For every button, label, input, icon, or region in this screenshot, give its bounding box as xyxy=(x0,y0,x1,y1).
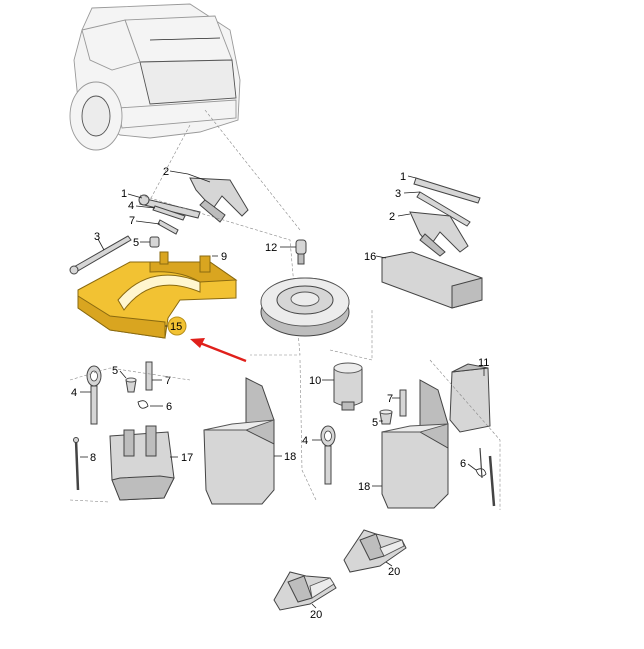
cap-part xyxy=(125,377,137,393)
callout-3: 3 xyxy=(395,188,401,200)
leader-dash xyxy=(299,359,317,501)
screwdriver-part xyxy=(152,205,186,221)
pin-part xyxy=(73,437,80,491)
callout-20: 20 xyxy=(310,609,322,621)
tool-bag-part xyxy=(381,251,483,309)
callout-12: 12 xyxy=(265,242,277,254)
compressor-part xyxy=(333,362,363,411)
callout-7: 7 xyxy=(129,215,135,227)
bolt-part xyxy=(157,219,179,235)
callout-11: 11 xyxy=(478,357,489,369)
callout-4: 4 xyxy=(302,435,308,447)
callout-6: 6 xyxy=(460,458,466,470)
insert-bin-18 xyxy=(381,379,449,509)
spare-wheel-part xyxy=(260,277,350,337)
leader-dash xyxy=(69,367,191,381)
bolt-part xyxy=(399,389,407,417)
towing-eye-part xyxy=(86,365,102,425)
callout-15[interactable]: 15 xyxy=(170,321,182,333)
callout-17: 17 xyxy=(181,452,193,464)
wheel-chock-part xyxy=(343,529,407,573)
callout-5: 5 xyxy=(133,237,139,249)
lug-wrench-socket xyxy=(138,194,150,206)
callout-7: 7 xyxy=(387,393,393,405)
callout-7: 7 xyxy=(165,375,171,387)
clip-part xyxy=(137,400,149,409)
callout-6: 6 xyxy=(166,401,172,413)
leader-dash xyxy=(329,310,373,361)
screwdriver-part xyxy=(416,191,471,227)
cap-part xyxy=(379,409,393,425)
callout-18: 18 xyxy=(358,481,370,493)
foam-tray-highlighted xyxy=(77,251,238,339)
callout-2: 2 xyxy=(389,211,395,223)
callout-1: 1 xyxy=(400,171,406,183)
cap-part xyxy=(149,236,160,248)
callout-4: 4 xyxy=(128,200,134,212)
callout-3: 3 xyxy=(94,231,100,243)
callout-1: 1 xyxy=(121,188,127,200)
scissor-jack-part xyxy=(409,211,469,257)
insert-holder-17 xyxy=(109,425,175,501)
leader-dash xyxy=(69,499,111,503)
pin-part xyxy=(488,455,496,507)
callout-10: 10 xyxy=(309,375,321,387)
leader-dash xyxy=(429,359,501,510)
callout-8: 8 xyxy=(90,452,96,464)
callout-4: 4 xyxy=(71,387,77,399)
clip-part xyxy=(475,468,487,477)
leader-dash xyxy=(149,124,191,201)
tool-case-part xyxy=(449,363,491,433)
towing-eye-end xyxy=(69,265,79,275)
towing-eye-part xyxy=(320,425,336,485)
callout-9: 9 xyxy=(221,251,227,263)
callout-16: 16 xyxy=(364,251,376,263)
valve-part xyxy=(295,239,307,265)
vehicle-rear-view xyxy=(69,3,241,151)
wheel-chock-part xyxy=(273,571,337,611)
callout-5: 5 xyxy=(372,417,378,429)
scissor-jack-part xyxy=(187,173,249,223)
callout-20: 20 xyxy=(388,566,400,578)
callout-5: 5 xyxy=(112,365,118,377)
red-arrow-icon xyxy=(190,338,247,363)
highlight-badge-icon[interactable] xyxy=(167,316,187,336)
leader-dash xyxy=(204,109,301,231)
callout-18: 18 xyxy=(284,451,296,463)
leader-dash xyxy=(139,194,301,356)
bolt-part xyxy=(145,361,153,391)
hook-part xyxy=(479,447,483,479)
callout-2: 2 xyxy=(163,166,169,178)
insert-bin-18 xyxy=(203,377,275,505)
lug-wrench-part xyxy=(413,177,481,204)
